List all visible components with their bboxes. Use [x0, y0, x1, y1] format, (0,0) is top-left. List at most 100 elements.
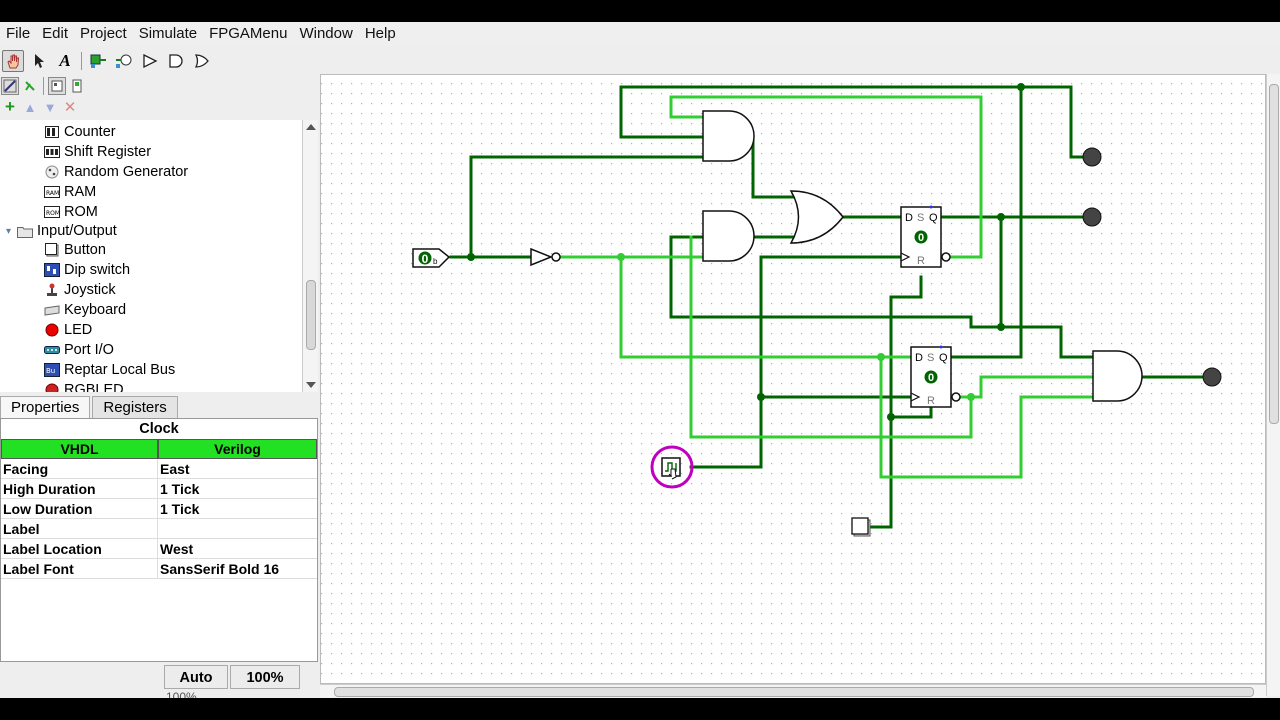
menu-project[interactable]: Project [80, 25, 127, 42]
not-gate[interactable] [530, 247, 561, 267]
tree-item-rgbled[interactable]: RGBLED [44, 380, 124, 392]
and-gate-right[interactable] [1092, 350, 1143, 402]
menu-fpga[interactable]: FPGAMenu [209, 25, 288, 42]
d-flip-flop-1[interactable]: D S Q 0 R [900, 205, 951, 268]
menu-file[interactable]: File [6, 25, 31, 42]
ff1-r-label: R [917, 255, 925, 267]
add-circuit-button[interactable]: + [1, 98, 19, 116]
toolbox-view-button[interactable] [1, 77, 19, 95]
tree-item-label: RAM [64, 184, 97, 200]
ff1-d-label: D [905, 212, 913, 224]
menu-edit[interactable]: Edit [42, 25, 69, 42]
toolbox-icon [3, 79, 17, 93]
circuit-actions-toolbar: + ▲ ▼ ✕ [0, 98, 80, 117]
vhdl-button[interactable]: VHDL [1, 439, 158, 459]
tree-expand-toggle-icon[interactable]: ▾ [6, 225, 12, 237]
add-not-gate-button[interactable] [139, 50, 161, 72]
poke-tool-button[interactable] [2, 50, 24, 72]
tree-item-label: Keyboard [64, 302, 127, 318]
tree-item-label: LED [64, 322, 93, 338]
tree-item-counter[interactable]: Counter [44, 122, 116, 142]
move-up-button[interactable]: ▲ [21, 98, 39, 116]
appearance-view-button[interactable] [68, 77, 86, 95]
add-output-pin-button[interactable] [113, 50, 135, 72]
d-flip-flop-2[interactable]: D S Q 0 R [910, 345, 961, 408]
circuit-canvas[interactable]: 0 b D [320, 74, 1266, 684]
add-input-pin-button[interactable] [87, 50, 109, 72]
panel-tabs: Properties Registers [0, 396, 180, 418]
and-gate-middle[interactable] [702, 210, 755, 262]
property-row[interactable]: Label [1, 519, 317, 539]
tree-item-shift-register[interactable]: Shift Register [44, 142, 151, 162]
add-or-gate-button[interactable] [191, 50, 213, 72]
scroll-thumb[interactable] [1269, 84, 1279, 424]
output-pin-3[interactable] [1202, 367, 1222, 387]
tree-item-dip-switch[interactable]: Dip switch [44, 260, 130, 280]
property-value[interactable]: 1 Tick [160, 501, 200, 517]
arrow-down-icon: ▼ [43, 99, 57, 115]
rom-icon: ROM [44, 205, 60, 219]
low-wires [449, 85, 1213, 529]
circuit-drawing[interactable]: 0 b D [321, 75, 1266, 684]
scroll-up-arrow-icon[interactable] [306, 124, 316, 130]
tab-properties[interactable]: Properties [0, 396, 91, 418]
move-down-button[interactable]: ▼ [41, 98, 59, 116]
property-value[interactable] [158, 519, 317, 538]
or-gate[interactable] [789, 190, 844, 244]
tree-item-port-i-o[interactable]: Port I/O [44, 340, 114, 360]
output-pin-1[interactable] [1082, 147, 1102, 167]
tree-item-label: Shift Register [64, 144, 152, 160]
reset-button[interactable] [851, 517, 871, 537]
tree-item-keyboard[interactable]: Keyboard [44, 300, 126, 320]
menu-help[interactable]: Help [364, 25, 396, 42]
layout-view-button[interactable] [48, 77, 66, 95]
text-tool-button[interactable]: A [54, 50, 76, 72]
menu-simulate[interactable]: Simulate [138, 25, 198, 42]
property-value[interactable]: SansSerif Bold 16 [160, 561, 280, 577]
property-value[interactable]: 1 Tick [160, 481, 200, 497]
arrow-up-icon: ▲ [23, 99, 37, 115]
canvas-horizontal-scrollbar[interactable] [320, 684, 1266, 698]
zoom-100-button[interactable]: 100% [230, 665, 300, 689]
tree-item-joystick[interactable]: Joystick [44, 280, 116, 300]
tree-scrollbar[interactable] [302, 120, 318, 392]
add-and-gate-button[interactable] [165, 50, 187, 72]
clock-component[interactable] [650, 445, 694, 489]
ff2-q-label: Q [939, 352, 948, 364]
tree-item-rom[interactable]: ROM ROM [44, 202, 98, 222]
property-value[interactable]: East [160, 461, 190, 477]
tree-item-input-output[interactable]: ▾Input/Output [6, 221, 117, 241]
verilog-button[interactable]: Verilog [158, 439, 317, 459]
tab-registers[interactable]: Registers [92, 396, 178, 418]
simulation-view-button[interactable] [21, 77, 39, 95]
input-pin[interactable]: 0 b [412, 248, 451, 268]
output-pin-2[interactable] [1082, 207, 1102, 227]
menu-window[interactable]: Window [299, 25, 353, 42]
tree-item-label: ROM [64, 204, 98, 220]
and-gate-top[interactable] [702, 110, 755, 162]
select-tool-button[interactable] [28, 50, 50, 72]
output-pin-icon [116, 54, 132, 68]
delete-circuit-button[interactable]: ✕ [61, 98, 79, 116]
zoom-auto-button[interactable]: Auto [164, 665, 228, 689]
tree-item-led[interactable]: LED [44, 320, 92, 340]
scroll-thumb[interactable] [306, 280, 316, 350]
canvas-vertical-scrollbar[interactable] [1266, 74, 1280, 696]
or-gate-icon [194, 54, 209, 68]
property-value[interactable]: West [160, 541, 194, 557]
scroll-thumb[interactable] [334, 687, 1254, 697]
tree-item-button[interactable]: Button [44, 240, 106, 260]
tree-item-random-generator[interactable]: Random Generator [44, 162, 188, 182]
scroll-down-arrow-icon[interactable] [306, 382, 316, 388]
text-a-icon: A [59, 51, 71, 70]
hand-icon [7, 54, 20, 69]
led-icon [44, 323, 60, 337]
svg-text:ROM: ROM [46, 210, 60, 217]
